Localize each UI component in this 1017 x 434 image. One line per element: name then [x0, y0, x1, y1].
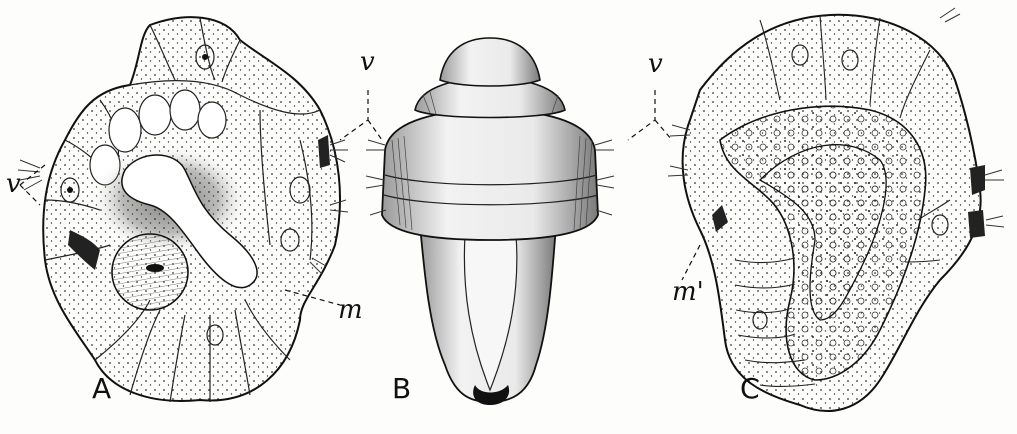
- label-v-left: v: [360, 47, 375, 77]
- label-v-panel-a: v: [6, 169, 21, 199]
- label-m-prime-panel-c: m': [672, 277, 704, 307]
- panel-a-drawing: [18, 17, 348, 402]
- label-v-right: v: [648, 49, 663, 79]
- panel-label-c: C: [740, 372, 760, 405]
- panel-c-drawing: [668, 8, 1004, 411]
- panel-label-b: B: [392, 372, 411, 405]
- label-m-panel-a: m: [338, 295, 363, 325]
- panel-b-drawing: [366, 38, 614, 405]
- panel-label-a: A: [92, 372, 111, 405]
